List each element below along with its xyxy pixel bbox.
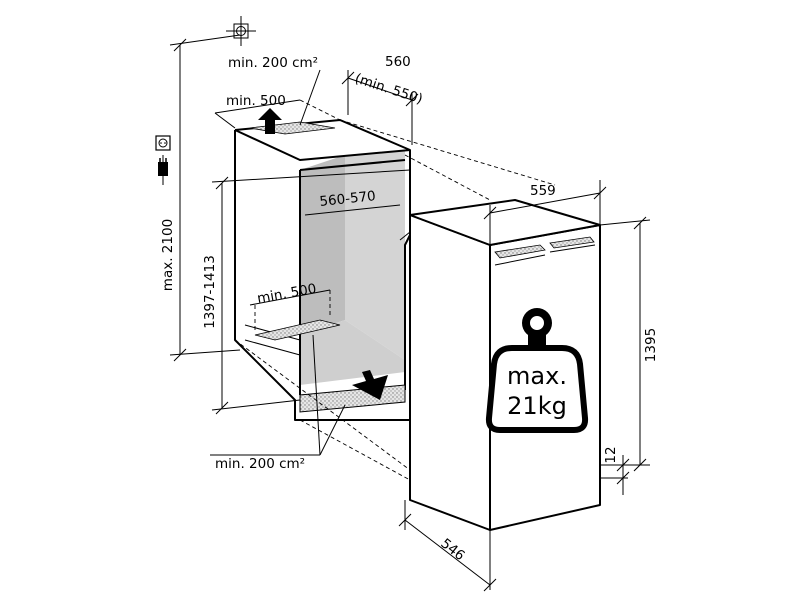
weight-line-1: max.	[507, 362, 567, 390]
lower-vent-slot	[254, 319, 341, 341]
label-appliance-height: 1395	[643, 328, 659, 362]
power-socket-icon	[155, 135, 171, 151]
label-niche-width: 560	[385, 54, 411, 70]
niche-cabinet	[234, 108, 411, 421]
power-plug-icon	[158, 155, 168, 185]
crosshair-icon	[226, 16, 256, 46]
label-gap: 12	[603, 446, 619, 463]
top-vent-slot	[249, 121, 336, 135]
appliance-dimensions	[398, 180, 651, 592]
label-niche-width-min: (min. 550)	[353, 71, 425, 108]
weight-icon: max. 21kg	[485, 308, 589, 433]
label-vent-bottom: min. 200 cm²	[215, 456, 305, 472]
niche-back-wall	[300, 155, 345, 335]
weight-line-2: 21kg	[507, 392, 567, 420]
niche-right-wall	[345, 150, 405, 360]
top-fitting	[549, 236, 595, 249]
niche-dimensions	[169, 34, 556, 481]
vent-arrow-icon	[258, 108, 282, 134]
appliance-front	[409, 214, 491, 531]
label-appliance-width: 559	[530, 183, 556, 199]
niche-floor	[300, 320, 405, 385]
label-max-height: max. 2100	[160, 219, 176, 291]
vent-arrow-icon	[352, 370, 388, 400]
top-fitting	[494, 244, 546, 259]
label-vent-depth-top: min. 500	[226, 93, 286, 109]
label-inner-width: 560-570	[319, 188, 377, 210]
label-appliance-depth: 546	[438, 536, 468, 564]
label-niche-height: 1397-1413	[202, 255, 218, 329]
label-vent-top: min. 200 cm²	[228, 55, 318, 71]
